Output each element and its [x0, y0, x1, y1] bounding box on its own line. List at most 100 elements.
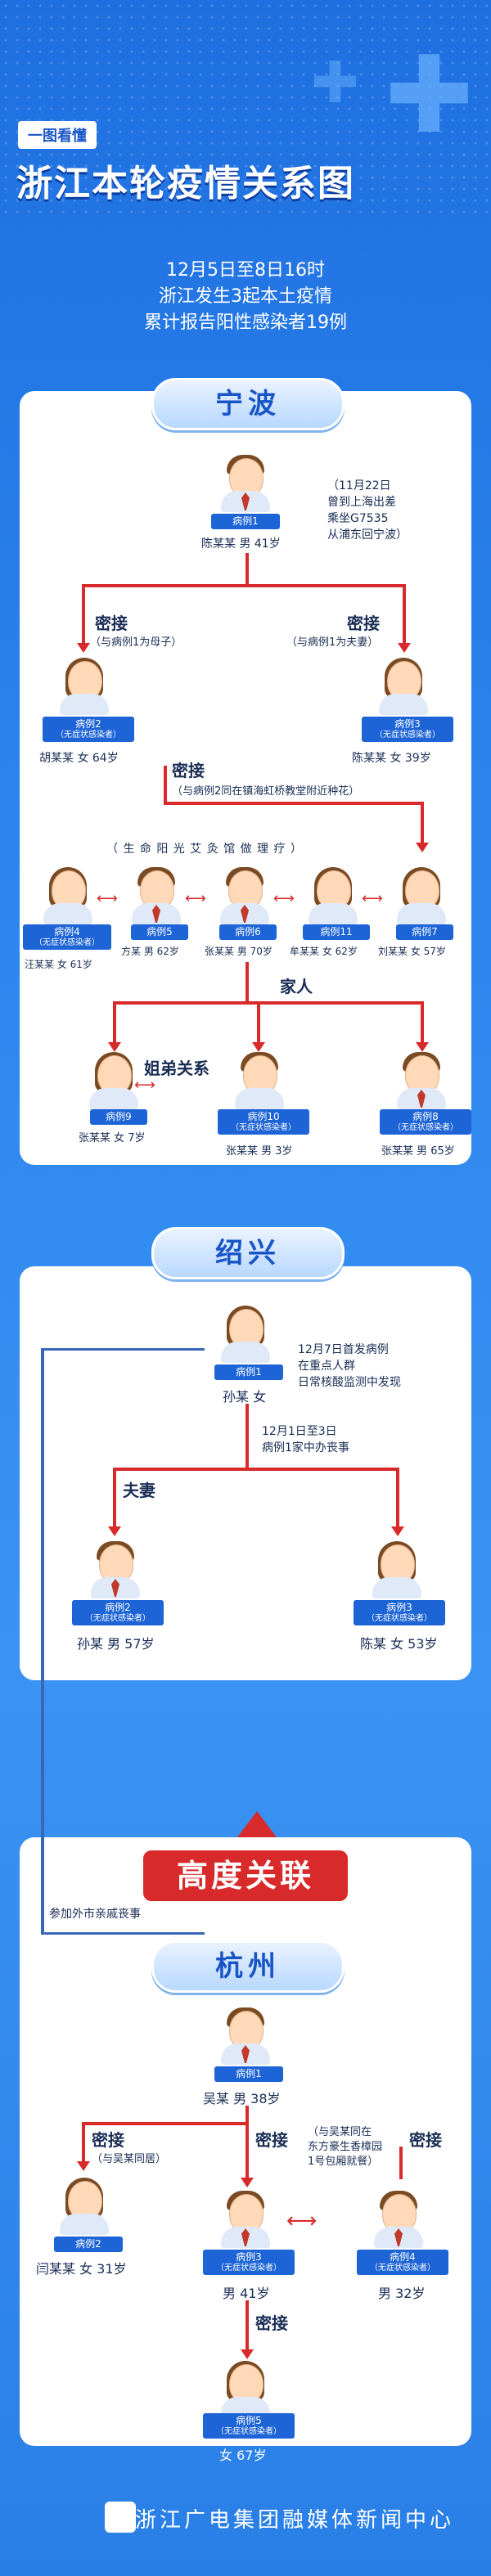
- ningbo-title: 宁波: [151, 378, 345, 430]
- ningbo-case5-badge: 病例5: [131, 924, 188, 940]
- connector: [82, 2122, 246, 2125]
- connector: [246, 2106, 249, 2179]
- link-connector: [41, 1932, 205, 1935]
- logo-icon: [105, 2502, 136, 2533]
- hangzhou-case5-name: 女 67岁: [219, 2448, 267, 2463]
- ningbo-case2-badge: 病例2（无症状感染者）: [43, 717, 134, 742]
- hangzhou-rel-d: 密接: [255, 2313, 288, 2333]
- subtitle-line-3: 累计报告阳性感染者19例: [144, 312, 347, 333]
- ningbo-rel-left: 密接: [95, 614, 128, 633]
- ningbo-rel-mid-sub: （与病例2同在镇海虹桥教堂附近种花）: [172, 785, 360, 798]
- hangzhou-title: 杭州: [151, 1940, 345, 1993]
- shaoxing-note-2: 12月1日至3日病例1家中办丧事: [262, 1425, 349, 1454]
- ningbo-case10-badge: 病例10（无症状感染者）: [218, 1109, 309, 1135]
- double-arrow-icon: ⟷: [97, 890, 118, 907]
- ningbo-rel-left-sub: （与病例1为母子）: [90, 636, 182, 649]
- hangzhou-case3-avatar: [217, 2191, 274, 2248]
- connector: [396, 1468, 399, 1528]
- hangzhou-rel-a-sub: （与吴某同居）: [92, 2153, 167, 2165]
- ningbo-case7-name: 刘某某 女 57岁: [378, 946, 446, 957]
- ningbo-case11-badge: 病例11: [303, 924, 370, 940]
- arrow-down-icon: [252, 1042, 265, 1052]
- shaoxing-case1-badge: 病例1: [214, 1364, 283, 1380]
- header-tag: 一图看懂: [18, 121, 97, 149]
- connector: [82, 584, 85, 645]
- hangzhou-case1-badge: 病例1: [214, 2066, 283, 2082]
- connector: [113, 1468, 116, 1528]
- ningbo-case2-name: 胡某某 女 64岁: [39, 752, 119, 765]
- hangzhou-case2-badge: 病例2: [54, 2237, 123, 2252]
- shaoxing-title: 绍兴: [151, 1227, 345, 1279]
- ningbo-case6-name: 张某某 男 70岁: [205, 946, 273, 957]
- arrow-down-icon: [398, 643, 411, 653]
- shaoxing-case3-name: 陈某 女 53岁: [360, 1636, 438, 1652]
- ningbo-rel-mid: 密接: [172, 761, 205, 780]
- ningbo-case8-badge: 病例8（无症状感染者）: [380, 1109, 471, 1135]
- connector: [421, 1001, 424, 1044]
- ningbo-case2-avatar: [56, 658, 113, 715]
- arrow-down-icon: [416, 1042, 429, 1052]
- ningbo-case11-name: 牟某某 女 62岁: [290, 946, 358, 957]
- hangzhou-case1-avatar: [217, 2007, 274, 2065]
- connector: [113, 1468, 399, 1471]
- dot-pattern: [0, 0, 491, 213]
- connector: [246, 553, 249, 586]
- plus-icon: ✚: [385, 33, 474, 157]
- hangzhou-case4-name: 男 32岁: [378, 2286, 426, 2301]
- ningbo-rel-right: 密接: [347, 614, 380, 633]
- shaoxing-case2-badge: 病例2（无症状感染者）: [72, 1600, 164, 1625]
- ningbo-case1-badge: 病例1: [211, 514, 280, 529]
- page-title: 浙江本轮疫情关系图: [16, 163, 355, 205]
- hangzhou-note: 参加外市亲戚丧事: [49, 1908, 141, 1921]
- ningbo-case7-avatar: [393, 867, 450, 924]
- double-arrow-icon: ⟷: [185, 890, 206, 907]
- hangzhou-case1-name: 吴某 男 38岁: [203, 2091, 281, 2106]
- subtitle-line-2: 浙江发生3起本土疫情: [159, 286, 332, 307]
- ningbo-case10-avatar: [231, 1052, 288, 1109]
- ningbo-case4-avatar: [39, 867, 97, 924]
- arrow-down-icon: [108, 1042, 121, 1052]
- connector: [403, 584, 406, 645]
- shaoxing-rel-spouse: 夫妻: [123, 1481, 155, 1500]
- hangzhou-case3-badge: 病例3（无症状感染者）: [203, 2250, 295, 2275]
- ningbo-case4-badge: 病例4（无症状感染者）: [23, 924, 111, 950]
- footer-text: 浙江广电集团融媒体新闻中心: [134, 2508, 454, 2533]
- connector: [113, 1001, 424, 1005]
- ningbo-case3-name: 陈某某 女 39岁: [352, 752, 431, 765]
- plus-icon: ✚: [311, 49, 359, 116]
- ningbo-case4-name: 汪某某 女 61岁: [25, 959, 92, 970]
- ningbo-case5-avatar: [128, 867, 185, 924]
- hangzhou-case3-name: 男 41岁: [223, 2286, 270, 2301]
- connector: [246, 962, 249, 1003]
- ningbo-case1-avatar: [217, 455, 274, 512]
- arrow-down-icon: [241, 2178, 254, 2187]
- double-arrow-icon: ⟷: [273, 890, 295, 907]
- arrow-down-icon: [391, 1526, 404, 1536]
- connector: [246, 2300, 249, 2351]
- hangzhou-rel-a: 密接: [92, 2130, 124, 2150]
- shaoxing-case1-name: 孙某 女: [223, 1389, 267, 1405]
- double-arrow-icon: ⟷: [134, 1077, 155, 1094]
- ningbo-case8-name: 张某某 男 65岁: [381, 1145, 455, 1158]
- hangzhou-case4-badge: 病例4（无症状感染者）: [357, 2250, 448, 2275]
- hangzhou-case5-badge: 病例5（无症状感染者）: [203, 2413, 295, 2439]
- link-banner: 高度关联: [143, 1850, 348, 1901]
- connector: [82, 2122, 85, 2163]
- hangzhou-rel-c: 密接: [409, 2130, 442, 2150]
- ningbo-rel-right-sub: （与病例1为夫妻）: [286, 636, 379, 649]
- connector: [246, 1404, 249, 1469]
- ningbo-case11-avatar: [304, 867, 362, 924]
- connector: [257, 1001, 260, 1044]
- arrow-down-icon: [77, 2161, 90, 2171]
- ningbo-case1-name: 陈某某 男 41岁: [201, 537, 281, 551]
- arrow-down-icon: [77, 643, 90, 653]
- link-connector: [41, 1348, 44, 1934]
- hangzhou-case2-avatar: [56, 2178, 113, 2235]
- hangzhou-case4-avatar: [370, 2191, 427, 2248]
- connector: [82, 584, 406, 587]
- subtitle-line-1: 12月5日至8日16时: [166, 260, 325, 281]
- arrow-down-icon: [108, 1526, 121, 1536]
- ningbo-case3-badge: 病例3（无症状感染者）: [362, 717, 453, 742]
